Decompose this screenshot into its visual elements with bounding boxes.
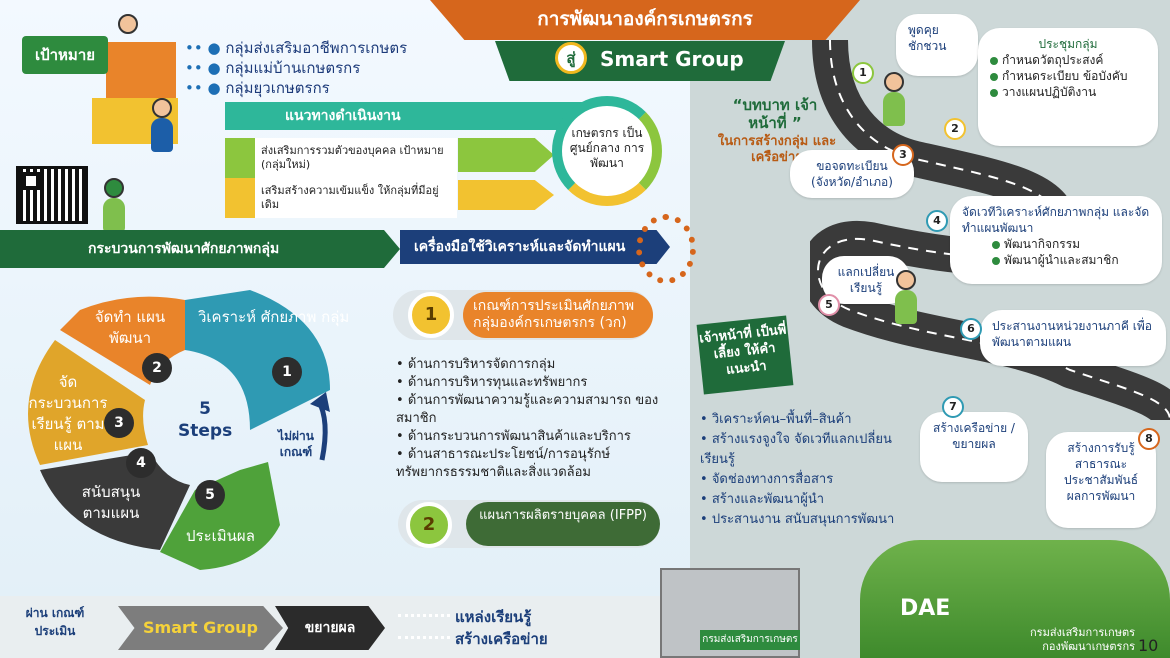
road-step-6: ประสานงานหน่วยงานภาคี เพื่อพัฒนาตามแผน	[980, 310, 1166, 366]
road-number-2: 2	[944, 118, 966, 140]
step-3-label: จัด กระบวนการ เรียนรู้ ตามแผน	[28, 373, 108, 454]
officer-icon	[884, 72, 904, 92]
department-label: กรมส่งเสริมการเกษตรกองพัฒนาเกษตรกร	[1030, 626, 1136, 653]
road-number-7: 7	[942, 396, 964, 418]
mentor-item: • สร้างและพัฒนาผู้นำ	[700, 492, 825, 507]
step-5-number: 5	[195, 480, 225, 510]
road-step-7: สร้างเครือข่าย /ขยายผล	[920, 412, 1028, 482]
cycle-diagram	[28, 290, 330, 570]
step-5-label: ประเมินผล	[186, 527, 255, 545]
process-title-bar: กระบวนการพัฒนาศักยภาพกลุ่ม	[0, 230, 400, 268]
approach-row-2: เสริมสร้างความเข้มแข็ง ให้กลุ่มที่มีอยู่…	[225, 178, 457, 218]
header-banner: การพัฒนาองค์กรเกษตรกร	[430, 0, 860, 40]
goal-item: •• ● กลุ่มส่งเสริมอาชีพการเกษตร	[185, 39, 408, 57]
goal-label: เป้าหมาย	[22, 36, 108, 74]
step-2-label: จัดทำ แผนพัฒนา	[94, 308, 166, 347]
step-1-label: วิเคราะห์ ศักยภาพ กลุ่ม	[198, 308, 350, 326]
criteria-item: • ด้านการบริหารทุนและทรัพยากร	[396, 375, 588, 390]
goal-item: •• ● กลุ่มยุวเกษตรกร	[185, 79, 330, 97]
officer-body-icon	[895, 290, 917, 324]
arrow-icon	[458, 180, 554, 210]
road-number-6: 6	[960, 318, 982, 340]
road-number-8: 8	[1138, 428, 1160, 450]
step-4-label: สนับสนุน ตามแผน	[81, 483, 141, 522]
mentor-list: • วิเคราะห์คน–พื้นที่–สินค้า • สร้างแรงจ…	[700, 410, 920, 530]
cycle-segment-4	[40, 452, 190, 550]
page-title: การพัฒนาองค์กรเกษตรกร	[537, 8, 753, 30]
role-subtitle: ในการสร้างกลุ่ม และเครือข่าย	[717, 134, 837, 165]
dotted-line	[398, 636, 450, 639]
tool-2-label: แผนการผลิตรายบุคคล (IFPP)	[466, 502, 660, 546]
pass-criteria-label: ผ่าน เกณฑ์ประเมิน	[25, 606, 85, 638]
subtitle: Smart Group	[600, 47, 744, 71]
smart-group-arrow: Smart Group	[118, 606, 283, 650]
road-step-2: ประชุมกลุ่ม กำหนดวัตถุประสงค์กำหนดระเบีย…	[978, 28, 1158, 146]
not-pass-label: ไม่ผ่าน เกณฑ์	[278, 429, 314, 459]
road-number-5: 5	[818, 294, 840, 316]
expand-arrow: ขยายผล	[275, 606, 385, 650]
step-4-number: 4	[126, 448, 156, 478]
qr-finder-icon	[22, 172, 40, 190]
arrow-icon	[458, 138, 554, 172]
dotted-line	[398, 614, 450, 617]
person-icon	[118, 14, 138, 34]
step-1-number: 1	[272, 357, 302, 387]
road-number-3: 3	[892, 144, 914, 166]
criteria-item: • ด้านสาธารณะประโยชน์/การอนุรักษ์ ทรัพยา…	[396, 447, 611, 480]
mentor-item: • วิเคราะห์คน–พื้นที่–สินค้า	[700, 412, 852, 427]
cycle-segment-5	[160, 462, 280, 570]
mascot-icon	[104, 178, 124, 198]
role-title: “บทบาท เจ้าหน้าที่ ”	[732, 96, 818, 132]
gear-icon	[636, 214, 696, 284]
criteria-item: • ด้านกระบวนการพัฒนาสินค้าและบริการ	[396, 429, 631, 444]
mentor-item: • จัดช่องทางการสื่อสาร	[700, 472, 834, 487]
hill-background	[860, 540, 1170, 658]
dae-logo: DAE	[900, 596, 951, 621]
farmer-center-ring: เกษตรกร เป็นศูนย์กลาง การพัฒนา	[552, 96, 662, 206]
officer-body-icon	[883, 92, 905, 126]
officer-icon	[896, 270, 916, 290]
tool-1-label: เกณฑ์การประเมินศักยภาพ กลุ่มองค์กรเกษตรก…	[463, 292, 653, 338]
mentor-item: • สร้างแรงจูงใจ จัดเวทีแลกเปลี่ยน เรียนร…	[700, 432, 892, 467]
arrow-head-icon	[310, 392, 330, 412]
road-step-8: สร้างการรับรู้ สาธารณะ ประชาสัมพันธ์ ผลก…	[1046, 432, 1156, 528]
step-2-number: 2	[142, 353, 172, 383]
person-body-icon	[151, 118, 173, 152]
mentor-badge: เจ้าหน้าที่ เป็นพี่เลี้ยง ให้คำแนะนำ	[696, 315, 794, 395]
mascot-body-icon	[103, 198, 125, 232]
goal-item: •• ● กลุ่มแม่บ้านเกษตรกร	[185, 59, 361, 77]
page-number: 10	[1138, 636, 1159, 655]
mentor-item: • ประสานงาน สนับสนุนการพัฒนา	[700, 512, 895, 527]
approach-row-1: ส่งเสริมการรวมตัวของบุคคล เป้าหมาย (กลุ่…	[225, 138, 457, 178]
road-number-4: 4	[926, 210, 948, 232]
tools-title-bar: เครื่องมือใช้วิเคราะห์และจัดทำแผน	[400, 230, 670, 264]
criteria-item: • ด้านการบริหารจัดการกลุ่ม	[396, 357, 556, 372]
road-number-1: 1	[852, 62, 874, 84]
step-3-number: 3	[104, 408, 134, 438]
outcome-list: แหล่งเรียนรู้สร้างเครือข่าย	[455, 608, 548, 648]
building-sign: กรมส่งเสริมการเกษตร	[700, 630, 800, 650]
criteria-list: • ด้านการบริหารจัดการกลุ่ม • ด้านการบริห…	[396, 356, 666, 482]
su-badge: สู่	[555, 42, 587, 74]
subtitle-banner	[495, 41, 785, 81]
road-step-5: แลกเปลี่ยน เรียนรู้	[822, 256, 910, 304]
approach-header: แนวทางดำเนินงาน	[225, 102, 585, 130]
tool-1-number: 1	[408, 292, 454, 338]
criteria-item: • ด้านการพัฒนาความรู้และความสามารถ ของสม…	[396, 393, 659, 426]
tool-2-number: 2	[406, 502, 452, 548]
road-step-1: พูดคุย ชักชวน	[896, 14, 978, 76]
road-step-4: จัดเวทีวิเคราะห์ศักยภาพกลุ่ม และจัดทำแผน…	[950, 196, 1162, 284]
goal-list: •• ● กลุ่มส่งเสริมอาชีพการเกษตร •• ● กลุ…	[185, 38, 407, 98]
cycle-segment-1	[185, 290, 330, 430]
person-icon	[152, 98, 172, 118]
